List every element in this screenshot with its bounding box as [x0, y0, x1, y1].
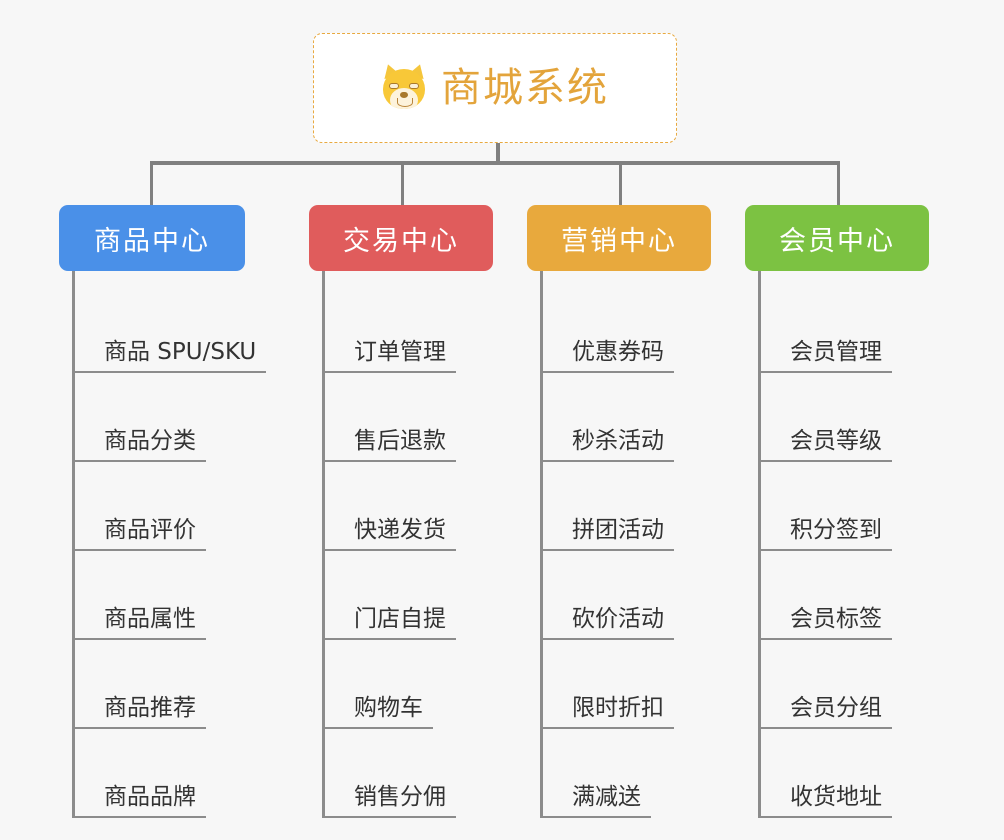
dog-nose-icon [400, 92, 408, 98]
leaf-label: 购物车 [354, 694, 423, 721]
dog-head-icon [383, 69, 425, 109]
leaf-label: 砍价活动 [572, 605, 664, 632]
leaf-label: 积分签到 [790, 516, 882, 543]
leaf-label: 满减送 [572, 783, 641, 810]
connector-horizontal-bus [150, 161, 840, 165]
leaf-label: 商品评价 [104, 516, 196, 543]
list-item[interactable]: 快递发货 [309, 462, 493, 551]
list-item[interactable]: 会员标签 [745, 551, 929, 640]
list-item[interactable]: 会员管理 [745, 284, 929, 373]
connector-drop-branch-3 [619, 161, 622, 207]
branch-column-4: 会员中心 会员管理 会员等级 积分签到 会员标签 会员分组 收货地址 [745, 205, 929, 818]
leaf-label: 限时折扣 [572, 694, 664, 721]
root-title: 商城系统 [441, 65, 609, 111]
list-item[interactable]: 商品属性 [59, 551, 245, 640]
leaf-label: 商品分类 [104, 427, 196, 454]
leaf-label: 会员分组 [790, 694, 882, 721]
list-item[interactable]: 会员分组 [745, 640, 929, 729]
list-item[interactable]: 商品品牌 [59, 729, 245, 818]
dog-eye-right-icon [409, 83, 419, 89]
branch-column-1: 商品中心 商品 SPU/SKU 商品分类 商品评价 商品属性 商品推荐 商品品牌 [59, 205, 267, 818]
branch-header-label-1: 商品中心 [94, 225, 210, 257]
leaf-label: 门店自提 [354, 605, 446, 632]
list-item[interactable]: 商品 SPU/SKU [59, 284, 267, 373]
branch-header-label-3: 营销中心 [561, 225, 677, 257]
leaf-label: 销售分佣 [354, 783, 446, 810]
list-item[interactable]: 商品分类 [59, 373, 245, 462]
list-item[interactable]: 秒杀活动 [527, 373, 711, 462]
branch-header-label-4: 会员中心 [779, 225, 895, 257]
connector-drop-branch-2 [401, 161, 404, 207]
branch-spine-2 [322, 271, 325, 818]
dog-eye-left-icon [389, 83, 399, 89]
branch-header-label-2: 交易中心 [343, 225, 459, 257]
connector-drop-branch-1 [150, 161, 153, 207]
list-item[interactable]: 订单管理 [309, 284, 493, 373]
leaf-label: 收货地址 [790, 783, 882, 810]
list-item[interactable]: 满减送 [527, 729, 711, 818]
list-item[interactable]: 砍价活动 [527, 551, 711, 640]
branch-items-2: 订单管理 售后退款 快递发货 门店自提 购物车 销售分佣 [309, 271, 493, 818]
branch-header-4[interactable]: 会员中心 [745, 205, 929, 271]
connector-root-stem [496, 143, 500, 163]
branch-column-2: 交易中心 订单管理 售后退款 快递发货 门店自提 购物车 销售分佣 [309, 205, 493, 818]
branch-header-1[interactable]: 商品中心 [59, 205, 245, 271]
leaf-label: 秒杀活动 [572, 427, 664, 454]
leaf-label: 会员等级 [790, 427, 882, 454]
leaf-label: 会员标签 [790, 605, 882, 632]
list-item[interactable]: 拼团活动 [527, 462, 711, 551]
list-item[interactable]: 限时折扣 [527, 640, 711, 729]
branch-header-2[interactable]: 交易中心 [309, 205, 493, 271]
leaf-label: 拼团活动 [572, 516, 664, 543]
list-item[interactable]: 销售分佣 [309, 729, 493, 818]
connector-drop-branch-4 [837, 161, 840, 207]
branch-spine-3 [540, 271, 543, 818]
leaf-label: 商品属性 [104, 605, 196, 632]
list-item[interactable]: 售后退款 [309, 373, 493, 462]
branch-items-3: 优惠券码 秒杀活动 拼团活动 砍价活动 限时折扣 满减送 [527, 271, 711, 818]
root-node[interactable]: 商城系统 [313, 33, 677, 143]
leaf-label: 商品品牌 [104, 783, 196, 810]
list-item[interactable]: 积分签到 [745, 462, 929, 551]
leaf-label: 快递发货 [354, 516, 446, 543]
list-item[interactable]: 优惠券码 [527, 284, 711, 373]
branch-spine-1 [72, 271, 75, 818]
branch-items-4: 会员管理 会员等级 积分签到 会员标签 会员分组 收货地址 [745, 271, 929, 818]
list-item[interactable]: 门店自提 [309, 551, 493, 640]
branch-column-3: 营销中心 优惠券码 秒杀活动 拼团活动 砍价活动 限时折扣 满减送 [527, 205, 711, 818]
list-item[interactable]: 商品推荐 [59, 640, 245, 729]
shiba-dog-face-icon [380, 61, 428, 111]
leaf-label: 优惠券码 [572, 338, 664, 365]
leaf-label: 商品 SPU/SKU [104, 338, 257, 365]
list-item[interactable]: 商品评价 [59, 462, 245, 551]
branch-spine-4 [758, 271, 761, 818]
branch-items-1: 商品 SPU/SKU 商品分类 商品评价 商品属性 商品推荐 商品品牌 [59, 271, 267, 818]
leaf-label: 售后退款 [354, 427, 446, 454]
leaf-label: 商品推荐 [104, 694, 196, 721]
branch-header-3[interactable]: 营销中心 [527, 205, 711, 271]
list-item[interactable]: 收货地址 [745, 729, 929, 818]
leaf-label: 订单管理 [354, 338, 446, 365]
leaf-label: 会员管理 [790, 338, 882, 365]
list-item[interactable]: 购物车 [309, 640, 493, 729]
list-item[interactable]: 会员等级 [745, 373, 929, 462]
dog-mouth-icon [397, 98, 413, 107]
